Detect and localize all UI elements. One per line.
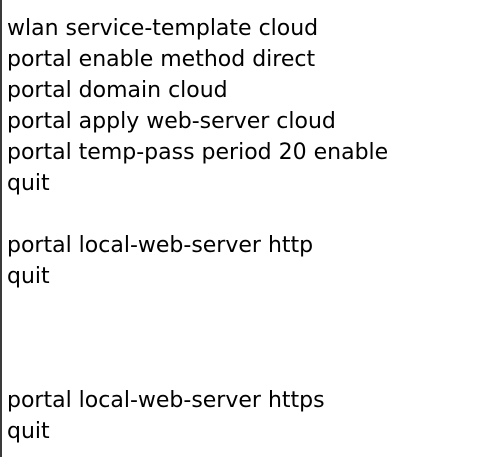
config-line: quit: [7, 419, 50, 444]
config-line: portal local-web-server http: [7, 233, 314, 258]
config-line: quit: [7, 264, 50, 289]
config-line: wlan service-template cloud: [7, 16, 319, 41]
blank-line: [7, 199, 487, 230]
config-line: portal temp-pass period 20 enable: [7, 140, 389, 165]
config-line: quit: [7, 171, 50, 196]
config-line: portal local-web-server https: [7, 388, 325, 413]
config-line: portal apply web-server cloud: [7, 109, 336, 134]
blank-line: [7, 323, 487, 354]
left-border: [0, 0, 2, 457]
config-line: portal domain cloud: [7, 78, 228, 103]
config-text-area[interactable]: wlan service-template cloud portal enabl…: [7, 13, 487, 447]
blank-line: [7, 354, 487, 385]
config-line: portal enable method direct: [7, 47, 316, 72]
blank-line: [7, 292, 487, 323]
